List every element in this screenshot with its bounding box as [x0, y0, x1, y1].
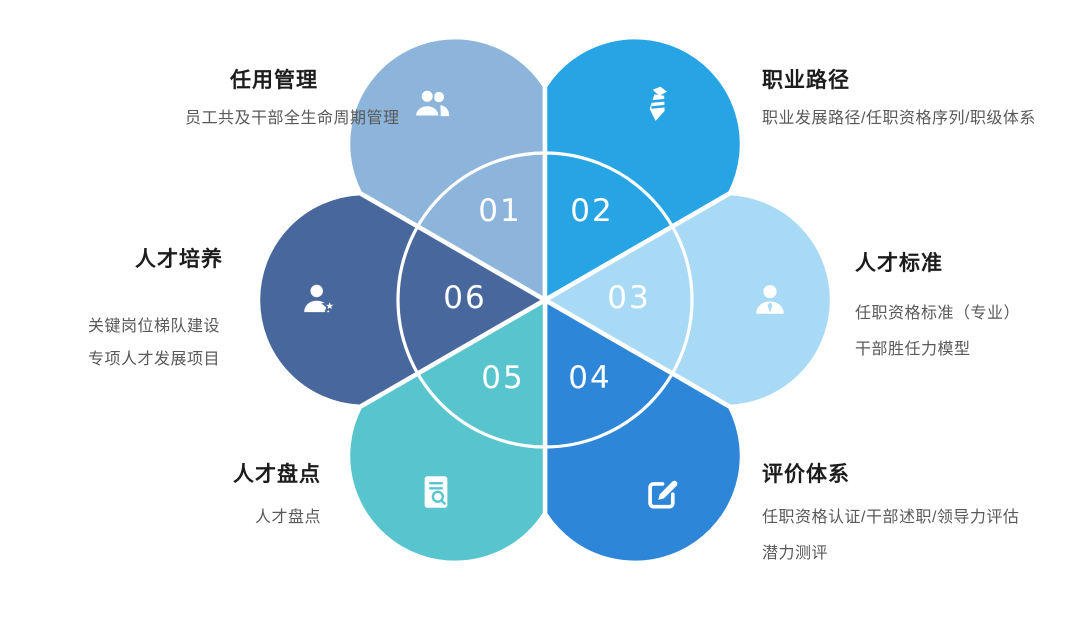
user-star-icon-svg: [304, 284, 339, 314]
tie-group: [649, 86, 667, 121]
petal-03-title: 人才标准: [855, 252, 943, 275]
petal-05-number: 05: [481, 360, 525, 396]
petal-02-number: 02: [570, 193, 614, 229]
petal-04-desc-1: 任职资格认证/干部述职/领导力评估: [762, 509, 1020, 526]
edit-frame: [648, 482, 675, 509]
magnifier-handle: [440, 499, 446, 505]
petal-02-desc-1: 职业发展路径/任职资格序列/职级体系: [762, 110, 1036, 127]
report-search-icon: [414, 470, 458, 514]
front-user-body: [414, 104, 441, 118]
user-icon-svg: [756, 284, 784, 314]
front-user-head: [419, 88, 435, 104]
petal-06-number: 06: [443, 280, 487, 316]
edit-icon: [640, 470, 684, 514]
center-ring: [396, 151, 694, 449]
petal-01-desc-1: 员工共及干部全生命周期管理: [185, 110, 400, 127]
star-badge: [321, 296, 339, 314]
back-user-body: [440, 105, 450, 117]
back-user-head: [433, 91, 445, 103]
petal-06-title: 人才培养: [135, 248, 223, 271]
user-head: [763, 284, 777, 299]
users-icon-svg: [414, 88, 450, 118]
petal-06-desc-2: 专项人才发展项目: [88, 351, 221, 368]
petal-01-shape: [345, 34, 548, 304]
petal-04-title: 评价体系: [762, 463, 850, 486]
edit-pencil: [658, 480, 678, 500]
user-tie-accent: [767, 302, 773, 313]
petal-02-shape: [542, 34, 745, 304]
tie-icon: [636, 82, 680, 126]
users-icon: [410, 82, 454, 126]
petal-02-title: 职业路径: [762, 69, 850, 92]
petal-05-title: 人才盘点: [233, 463, 321, 486]
petal-04-desc-2: 潜力测评: [762, 545, 829, 562]
petal-04-shape: [542, 296, 745, 566]
petal-03-desc-1: 任职资格标准（专业）: [855, 305, 1021, 322]
report-search-icon-svg: [424, 476, 448, 508]
tie-knot: [652, 86, 667, 96]
petal-05-desc-1: 人才盘点: [255, 509, 322, 526]
user-star-icon: [298, 278, 342, 322]
petal-06-shape: [255, 190, 550, 410]
user-head: [310, 284, 323, 298]
petal-01-number: 01: [478, 193, 522, 229]
user-icon: [748, 278, 792, 322]
magnifier-lens: [431, 490, 444, 503]
petal-03-desc-2: 干部胜任力模型: [855, 341, 971, 358]
petal-05-shape: [345, 296, 548, 566]
petal-03-shape: [540, 190, 835, 410]
petal-04-number: 04: [568, 360, 612, 396]
petal-06-desc-1: 关键岗位梯队建设: [88, 318, 221, 335]
tie-stripe-1: [651, 98, 666, 103]
petal-03-number: 03: [607, 280, 651, 316]
edit-icon-svg: [648, 480, 678, 509]
petal-01-title: 任用管理: [230, 69, 318, 92]
tie-icon-svg: [649, 86, 667, 121]
tie-stripe-2: [651, 104, 666, 109]
